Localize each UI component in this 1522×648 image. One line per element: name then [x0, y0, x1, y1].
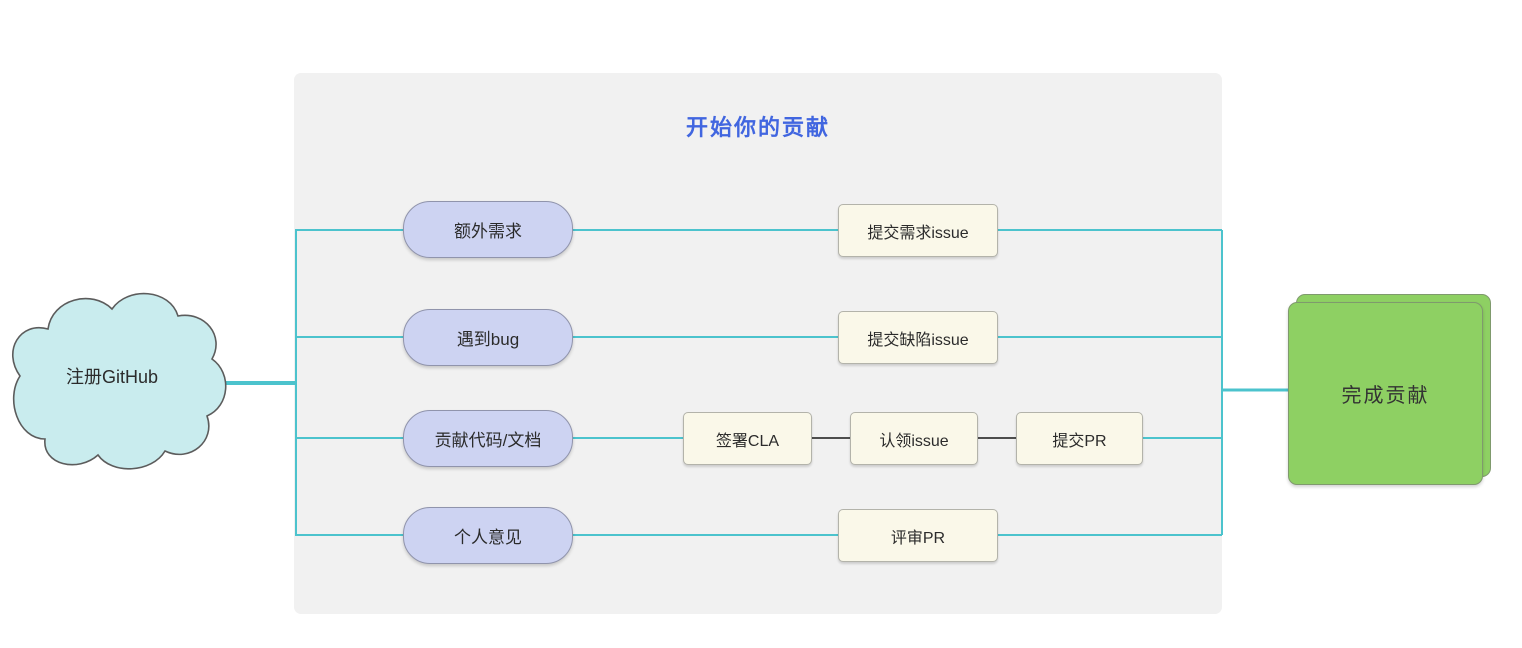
entry-node-extra-demand[interactable]: 额外需求 [403, 201, 573, 258]
start-node-label[interactable]: 注册GitHub [65, 367, 159, 387]
result-node-complete[interactable]: 完成贡献 [1288, 302, 1483, 485]
group-title: 开始你的贡献 [685, 115, 830, 140]
step-node-label: 签署CLA [715, 432, 780, 450]
step-node-label: 提交需求issue [867, 224, 969, 242]
result-node-label: 完成贡献 [1341, 385, 1430, 407]
step-node-submit-pr[interactable]: 提交PR [1016, 412, 1143, 465]
entry-node-bug[interactable]: 遇到bug [403, 309, 573, 366]
entry-node-code-docs[interactable]: 贡献代码/文档 [403, 410, 573, 467]
entry-node-label: 遇到bug [456, 330, 520, 349]
entry-node-label: 贡献代码/文档 [434, 431, 542, 450]
step-node-review-pr[interactable]: 评审PR [838, 509, 998, 562]
cloud-shape[interactable] [0, 281, 232, 479]
entry-node-opinion[interactable]: 个人意见 [403, 507, 573, 564]
step-node-label: 评审PR [890, 529, 946, 547]
entry-node-label: 个人意见 [454, 528, 522, 547]
entry-node-label: 额外需求 [454, 222, 522, 241]
step-node-submit-feature-issue[interactable]: 提交需求issue [838, 204, 998, 257]
step-node-label: 提交PR [1052, 432, 1107, 450]
step-node-claim-issue[interactable]: 认领issue [850, 412, 978, 465]
step-node-label: 认领issue [879, 432, 949, 450]
step-node-label: 提交缺陷issue [867, 331, 969, 349]
step-node-sign-cla[interactable]: 签署CLA [683, 412, 812, 465]
step-node-submit-defect-issue[interactable]: 提交缺陷issue [838, 311, 998, 364]
